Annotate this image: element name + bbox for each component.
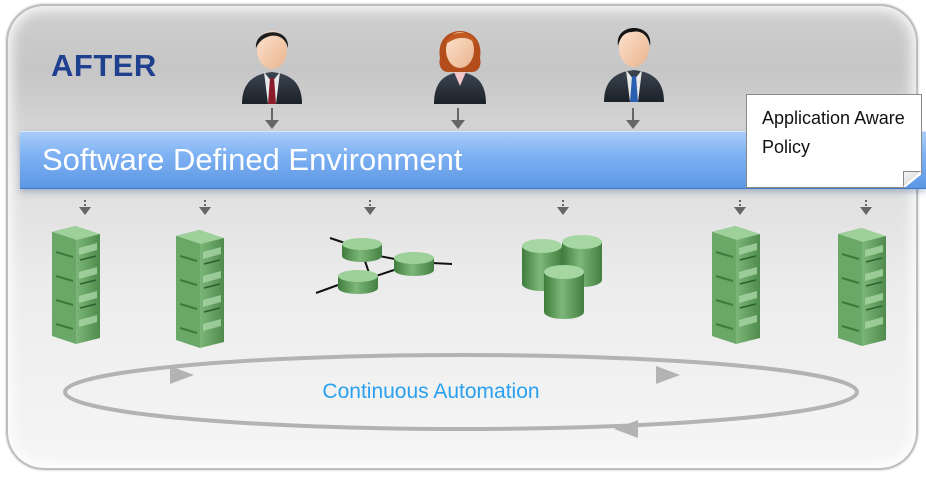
loop-arrow-right-icon (170, 366, 194, 384)
network-switches-icon (315, 237, 453, 294)
storage-database-icon (522, 235, 602, 319)
arrow-down-icon (556, 199, 570, 216)
arrow-down-icon (625, 107, 641, 130)
callout-text: Application Aware Policy (762, 108, 905, 157)
environment-label: Software Defined Environment (42, 142, 463, 177)
server-rack-icon (51, 225, 101, 345)
arrow-down-icon (733, 199, 747, 216)
arrow-down-icon (264, 107, 280, 130)
arrow-down-icon (363, 199, 377, 216)
server-rack-icon (711, 225, 761, 345)
arrow-down-icon (450, 107, 466, 130)
loop-arrow-right-icon (656, 366, 680, 384)
loop-arrow-left-icon (614, 420, 638, 438)
server-rack-icon (175, 229, 225, 349)
businessman-icon (604, 28, 664, 102)
arrow-down-icon (198, 199, 212, 216)
server-rack-icon (837, 227, 887, 347)
businesswoman-icon (434, 31, 486, 104)
arrow-down-icon (859, 199, 873, 216)
slide-title: AFTER (51, 48, 157, 83)
policy-callout (746, 94, 922, 188)
businessman-icon (242, 31, 302, 104)
automation-label: Continuous Automation (322, 380, 540, 403)
arrow-down-icon (78, 199, 92, 216)
